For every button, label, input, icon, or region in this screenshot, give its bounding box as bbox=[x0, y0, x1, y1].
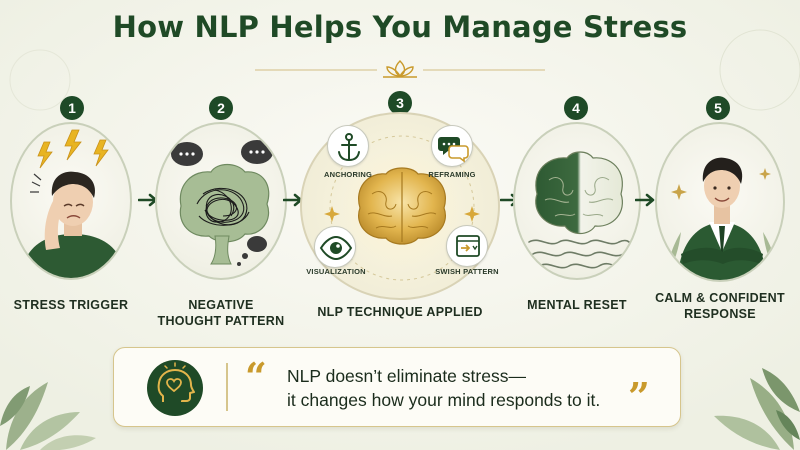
tangled-brain-illustration bbox=[171, 140, 273, 266]
leaves-right-decoration bbox=[714, 368, 800, 450]
open-quote-mark: “ bbox=[245, 354, 267, 399]
anchor-icon bbox=[338, 133, 360, 162]
step-5-label-line2: RESPONSE bbox=[684, 307, 756, 321]
confident-man-illustration bbox=[667, 157, 777, 280]
reframing-chip bbox=[431, 125, 473, 167]
step-3-label: NLP TECHNIQUE APPLIED bbox=[317, 305, 483, 319]
eye-icon bbox=[319, 235, 353, 261]
anchoring-label: ANCHORING bbox=[323, 170, 373, 179]
visualization-label: VISUALIZATION bbox=[306, 267, 366, 276]
step-2-label-line2: THOUGHT PATTERN bbox=[157, 314, 285, 328]
step-2-number: 2 bbox=[209, 96, 233, 120]
sparkle-icon bbox=[324, 206, 480, 222]
page-title: How NLP Helps You Manage Stress bbox=[112, 10, 688, 44]
quote-separator bbox=[226, 363, 228, 411]
step-2-label: NEGATIVE THOUGHT PATTERN bbox=[150, 297, 292, 329]
leaves-left-decoration bbox=[0, 382, 96, 450]
step-2-label-line1: NEGATIVE bbox=[188, 298, 254, 312]
step-4-circle bbox=[513, 122, 641, 280]
reframing-label: REFRAMING bbox=[428, 170, 476, 179]
quote-line-1: NLP doesn’t eliminate stress— bbox=[287, 366, 526, 386]
visualization-chip bbox=[314, 226, 356, 268]
step-1-circle bbox=[10, 122, 132, 280]
split-brain-illustration bbox=[528, 151, 630, 269]
swish-pattern-chip bbox=[446, 225, 488, 267]
speech-bubbles-icon bbox=[438, 137, 469, 163]
step-2-circle bbox=[155, 122, 287, 280]
stressed-person-illustration bbox=[20, 129, 126, 278]
step-1-label: STRESS TRIGGER bbox=[13, 298, 129, 312]
tangled-lines bbox=[196, 187, 250, 226]
lotus-divider bbox=[255, 60, 545, 78]
lotus-icon bbox=[383, 60, 417, 78]
step-5-number: 5 bbox=[706, 96, 730, 120]
head-heart-icon bbox=[157, 362, 195, 402]
step-5-label: CALM & CONFIDENT RESPONSE bbox=[650, 290, 790, 322]
close-quote-mark: ” bbox=[628, 374, 650, 419]
arrow-right-icon bbox=[635, 193, 655, 207]
lightning-bolts-icon bbox=[37, 129, 109, 169]
step-1-number: 1 bbox=[60, 96, 84, 120]
anchoring-chip bbox=[327, 125, 369, 167]
quote-icon-badge bbox=[147, 360, 203, 416]
step-4-label: MENTAL RESET bbox=[527, 298, 627, 312]
golden-brain-illustration bbox=[324, 135, 480, 281]
step-3-number: 3 bbox=[388, 91, 412, 115]
step-5-label-line1: CALM & CONFIDENT bbox=[655, 291, 785, 305]
step-4-number: 4 bbox=[564, 96, 588, 120]
calm-waves-icon bbox=[528, 239, 630, 269]
sparkle-icon bbox=[671, 168, 771, 200]
leaf-sprig-icon bbox=[667, 232, 777, 274]
quote-text: NLP doesn’t eliminate stress— it changes… bbox=[287, 364, 627, 412]
quote-line-2: it changes how your mind responds to it. bbox=[287, 390, 601, 410]
swish-pattern-label: SWISH PATTERN bbox=[435, 267, 499, 276]
thought-bubble-icon bbox=[171, 140, 273, 266]
step-5-circle bbox=[655, 122, 785, 282]
quote-card bbox=[113, 347, 681, 427]
swish-icon bbox=[456, 235, 480, 257]
